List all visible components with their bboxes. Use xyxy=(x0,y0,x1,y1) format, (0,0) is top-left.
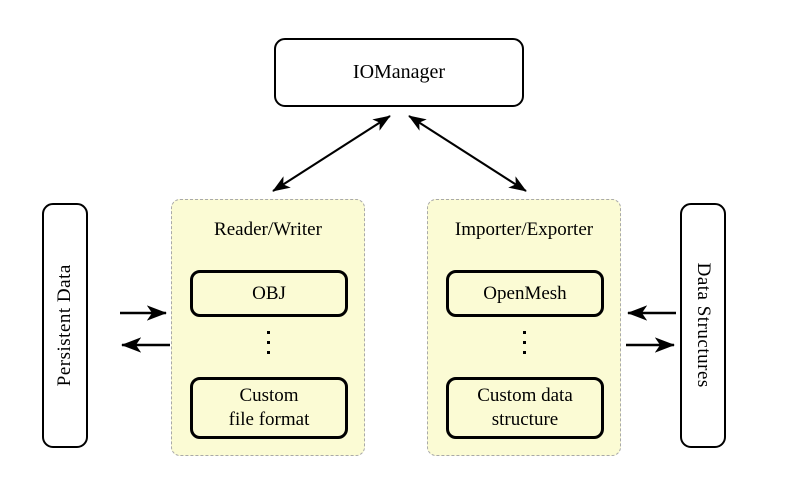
node-obj[interactable]: OBJ xyxy=(190,270,348,317)
connector-manager-reader-writer xyxy=(272,115,391,192)
group-importer-exporter: Importer/Exporter OpenMesh Custom data s… xyxy=(427,199,621,456)
group-importer-exporter-title: Importer/Exporter xyxy=(454,219,594,240)
ellipsis-importer-exporter xyxy=(428,331,620,354)
node-iomanager-label: IOManager xyxy=(352,60,446,83)
node-obj-label: OBJ xyxy=(252,282,286,304)
node-openmesh-label: OpenMesh xyxy=(483,282,567,304)
group-reader-writer: Reader/Writer OBJ Custom file format xyxy=(171,199,365,456)
node-persistent-data-label: Persistent Data xyxy=(53,264,75,387)
node-custom-file-format-line1: Custom xyxy=(239,385,299,407)
node-custom-data-structure-line1: Custom data xyxy=(477,385,573,407)
node-data-structures[interactable]: Data Structures xyxy=(680,203,726,448)
node-custom-data-structure-line2: structure xyxy=(491,409,559,430)
node-persistent-data[interactable]: Persistent Data xyxy=(42,203,88,448)
node-custom-data-structure-label: Custom data structure xyxy=(477,384,573,432)
node-custom-file-format[interactable]: Custom file format xyxy=(190,377,348,439)
node-custom-data-structure[interactable]: Custom data structure xyxy=(446,377,604,439)
connector-manager-importer-exporter xyxy=(408,115,527,192)
node-data-structures-label: Data Structures xyxy=(693,262,715,389)
group-reader-writer-title: Reader/Writer xyxy=(214,219,322,240)
ellipsis-reader-writer xyxy=(172,331,364,354)
node-iomanager[interactable]: IOManager xyxy=(274,38,524,107)
node-custom-file-format-line2: file format xyxy=(228,409,310,430)
node-custom-file-format-label: Custom file format xyxy=(229,384,310,432)
node-openmesh[interactable]: OpenMesh xyxy=(446,270,604,317)
